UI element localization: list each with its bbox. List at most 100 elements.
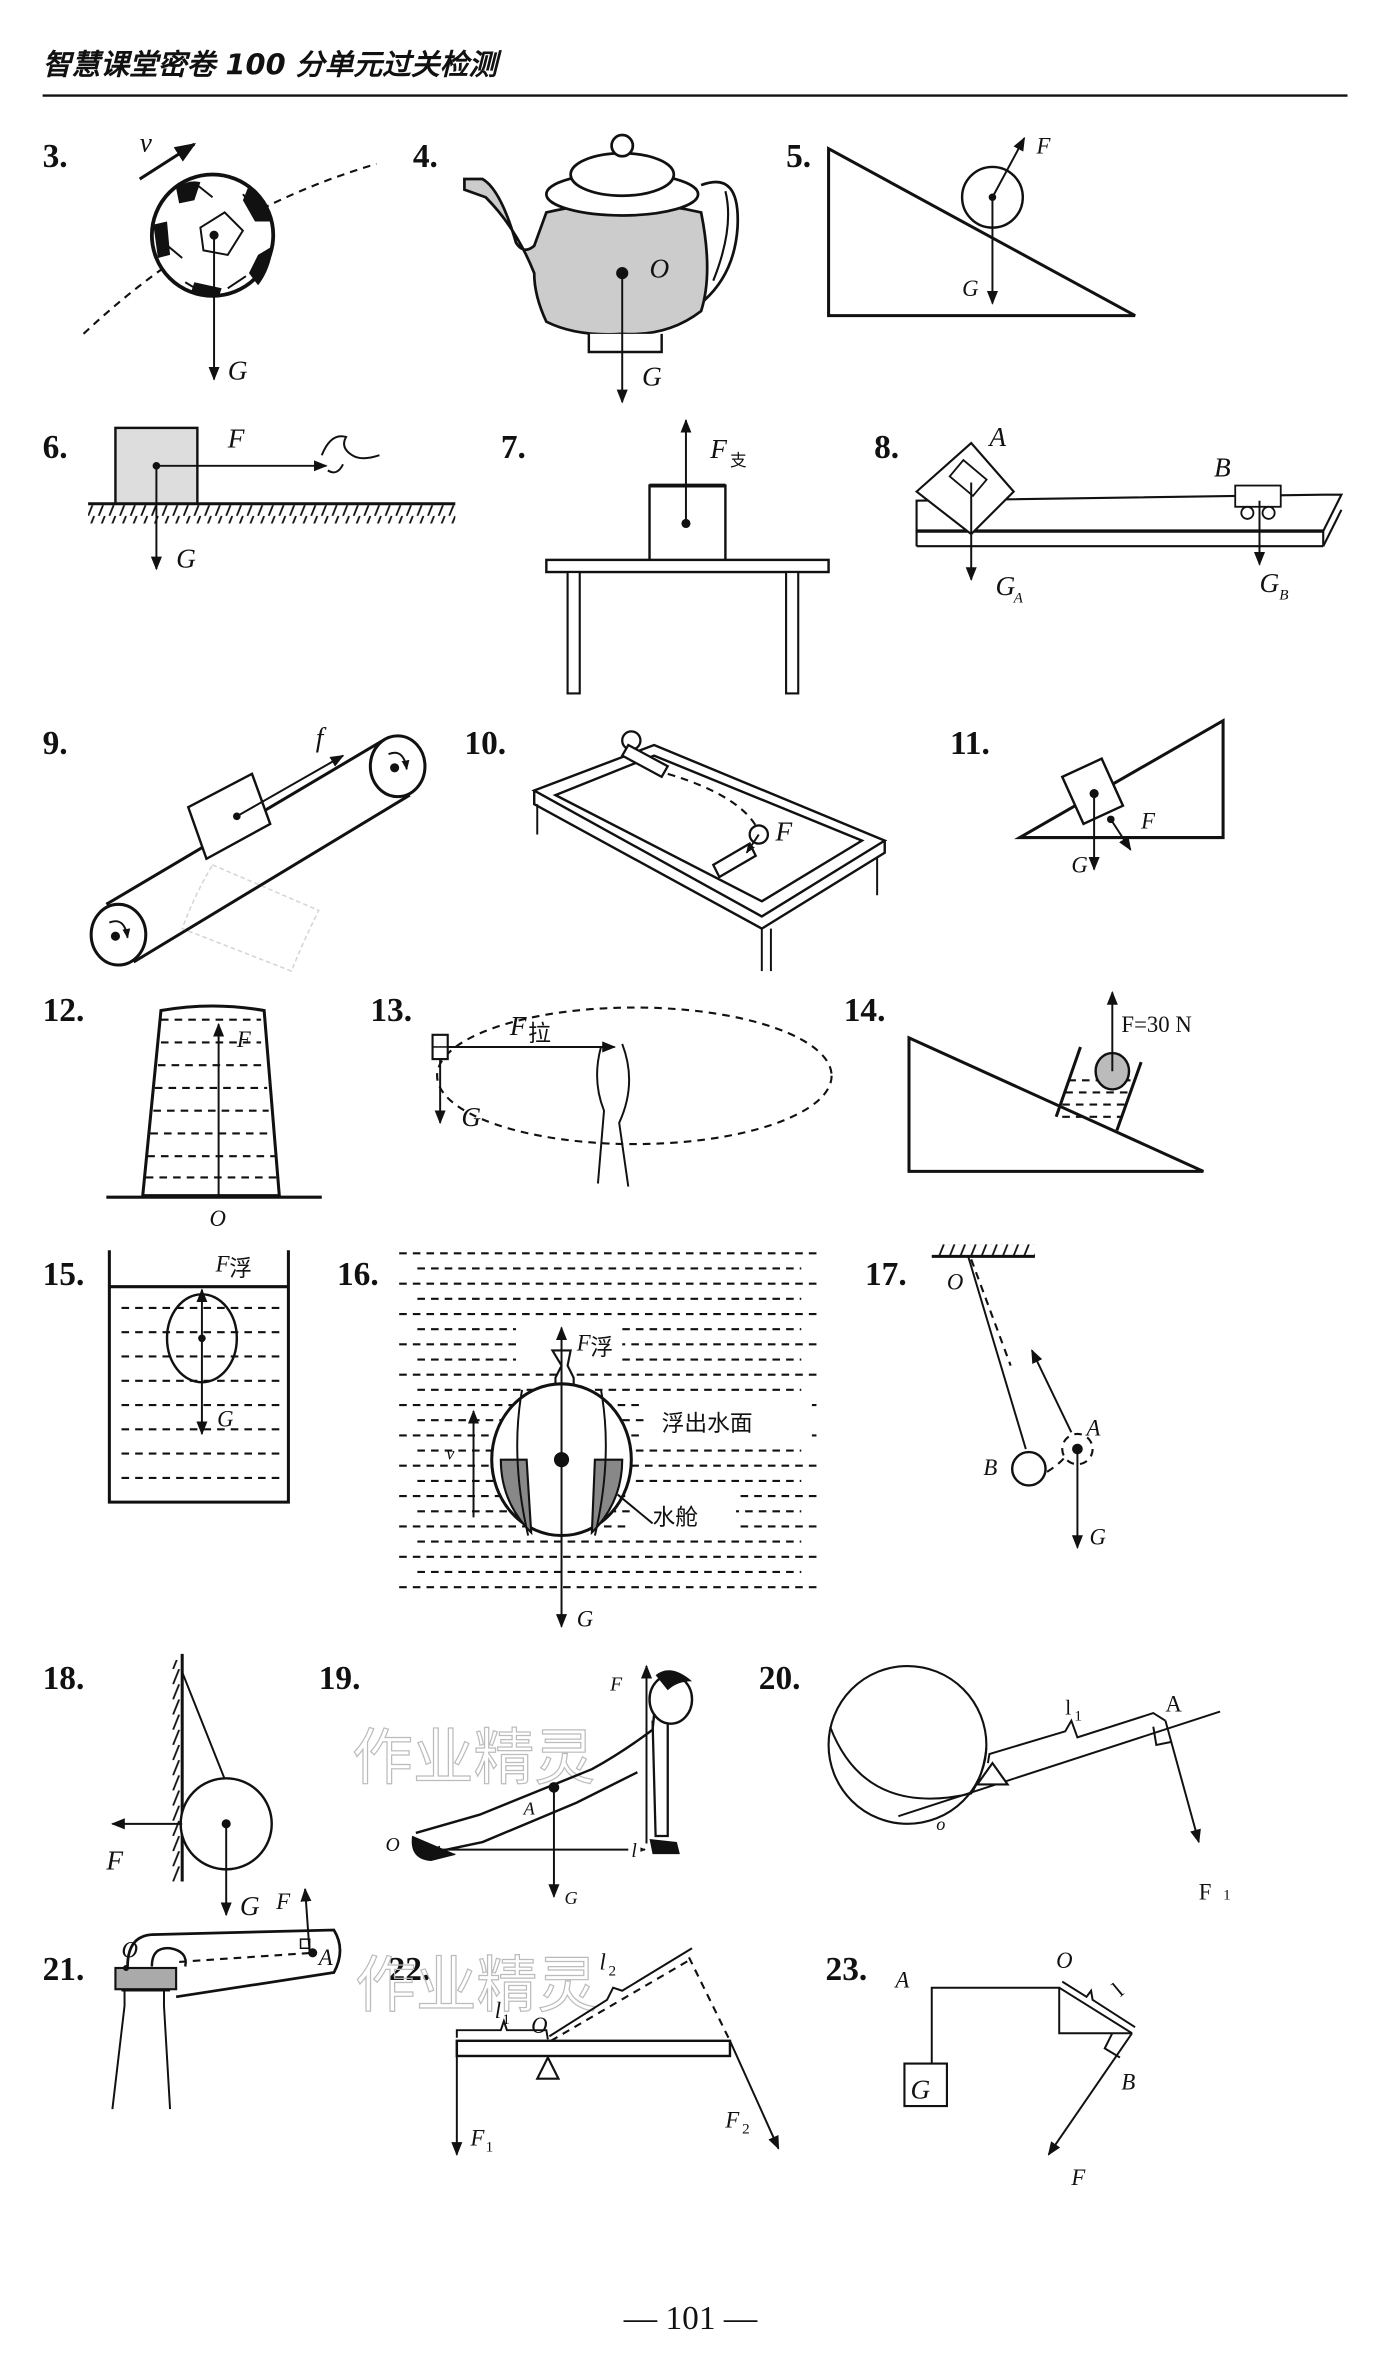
force-label: F=30 N xyxy=(1121,1012,1191,1037)
person-pushup xyxy=(411,1670,694,1862)
point-a-label: A xyxy=(523,1799,536,1819)
gravity-b-subscript: B xyxy=(1279,586,1288,603)
pivot-label: O xyxy=(531,2013,547,2038)
point-a-label: A xyxy=(987,422,1006,452)
arm-brace xyxy=(986,1711,1166,1764)
weight-box xyxy=(903,2062,948,2108)
pivot-label: O xyxy=(386,1834,400,1856)
gravity-label: G xyxy=(565,1888,578,1908)
hand-icon xyxy=(596,1043,631,1187)
arm-brace xyxy=(1061,1980,1136,2028)
force-subscript: 1 xyxy=(1223,1887,1231,1904)
arm-label: l xyxy=(1065,1696,1071,1720)
force-label: F xyxy=(105,1845,123,1875)
incline xyxy=(827,146,1136,318)
force1-label: F xyxy=(469,2126,485,2151)
problem-5: 5. F G xyxy=(786,133,1136,318)
ball-a xyxy=(1061,1432,1094,1466)
hand-icon xyxy=(320,435,380,474)
string-a xyxy=(970,1259,1012,1366)
weight-label: G xyxy=(911,2074,931,2104)
point-b-label: B xyxy=(1214,452,1231,482)
block xyxy=(186,772,272,861)
problem-number: 23. xyxy=(826,1951,868,1988)
arm1-brace xyxy=(455,2017,549,2040)
problem-8: 8. A G A B G B xyxy=(874,422,1344,606)
force-label: F xyxy=(227,424,245,454)
teapot-icon xyxy=(463,133,740,354)
gravity-b-label: G xyxy=(1259,568,1279,598)
tank-pointer xyxy=(617,1493,654,1525)
problem-number: 20. xyxy=(759,1660,801,1697)
cart-b-icon xyxy=(1234,484,1282,508)
buoyancy-label: F xyxy=(576,1330,592,1355)
problem-number: 5. xyxy=(786,138,811,175)
container xyxy=(107,1250,290,1504)
problem-number: 7. xyxy=(501,429,526,466)
table-leg xyxy=(785,570,800,695)
string-b xyxy=(967,1256,1027,1450)
ball xyxy=(827,1664,988,1825)
problem-12: 12. F O xyxy=(43,992,322,1231)
point-b-label: B xyxy=(1121,2069,1135,2094)
problem-number: 21. xyxy=(43,1951,85,1988)
ground-hatch xyxy=(88,505,456,524)
force2-extension xyxy=(688,1956,731,2042)
header-title: 智慧课堂密卷 100 分单元过关检测 xyxy=(43,47,503,81)
problem-number: 18. xyxy=(43,1660,85,1697)
tower-lines xyxy=(145,1018,277,1179)
force-label: F xyxy=(609,1673,623,1695)
problem-number: 8. xyxy=(874,429,899,466)
force-label: F xyxy=(1035,133,1051,158)
lever-frame xyxy=(930,1986,1133,2064)
pivot-label: O xyxy=(1056,1948,1072,1973)
ball-shading xyxy=(829,1726,988,1800)
problem-number: 10. xyxy=(464,725,506,762)
pivot-label: o xyxy=(936,1814,945,1834)
page-number: — 101 — xyxy=(623,2300,758,2337)
pivot-label: O xyxy=(122,1937,138,1962)
gravity-a-label: G xyxy=(995,571,1015,601)
gravity-label: G xyxy=(962,276,978,301)
opener xyxy=(126,1928,342,1999)
gravity-label: G xyxy=(577,1607,593,1632)
problem-6: 6. F G xyxy=(43,424,456,573)
problem-20: 20. l 1 A F 1 o xyxy=(759,1660,1231,1905)
surface-annotation: 浮出水面 xyxy=(662,1411,753,1437)
arm-line xyxy=(179,1951,313,1963)
problem-number: 13. xyxy=(370,992,412,1029)
billiard-table xyxy=(531,743,888,972)
problem-number: 14. xyxy=(844,992,886,1029)
arm2-brace xyxy=(548,1947,693,2038)
point-a-label: A xyxy=(1085,1415,1101,1440)
force-label: F xyxy=(236,1027,252,1052)
force-label: F xyxy=(774,817,792,847)
cue-stick xyxy=(711,842,758,879)
problem-15: 15. F 浮 G xyxy=(43,1250,290,1504)
string xyxy=(181,1671,231,1791)
watermark-stamp xyxy=(181,863,320,973)
wall-hatch xyxy=(170,1659,183,1882)
tower xyxy=(141,1004,281,1198)
conveyor-belt xyxy=(89,734,427,967)
problem-9: 9. f xyxy=(43,723,427,973)
gravity-label: G xyxy=(461,1102,481,1132)
velocity-arrow xyxy=(138,142,197,181)
arm1-label: l xyxy=(495,1998,501,2023)
fulcrum-icon xyxy=(975,1761,1010,1786)
problem-number: 9. xyxy=(43,725,68,762)
problem-13: 13. F 拉 G xyxy=(370,992,833,1187)
problem-22: 22. 作业精灵 l 1 O l 2 F 1 F 2 xyxy=(355,1947,780,2156)
incline xyxy=(1014,718,1225,840)
lever-arm xyxy=(1058,1986,1133,2035)
force1-subscript: 1 xyxy=(486,2139,494,2156)
gravity-label: G xyxy=(176,543,196,573)
gravity-label: G xyxy=(1090,1525,1106,1550)
fulcrum-icon xyxy=(535,2055,561,2080)
problem-number: 16. xyxy=(337,1256,379,1293)
right-angle-mark xyxy=(1152,1726,1172,1747)
lever xyxy=(898,1710,1221,1818)
problem-16: 16. F 浮 G v 浮出水面 水舱 xyxy=(337,1252,820,1632)
